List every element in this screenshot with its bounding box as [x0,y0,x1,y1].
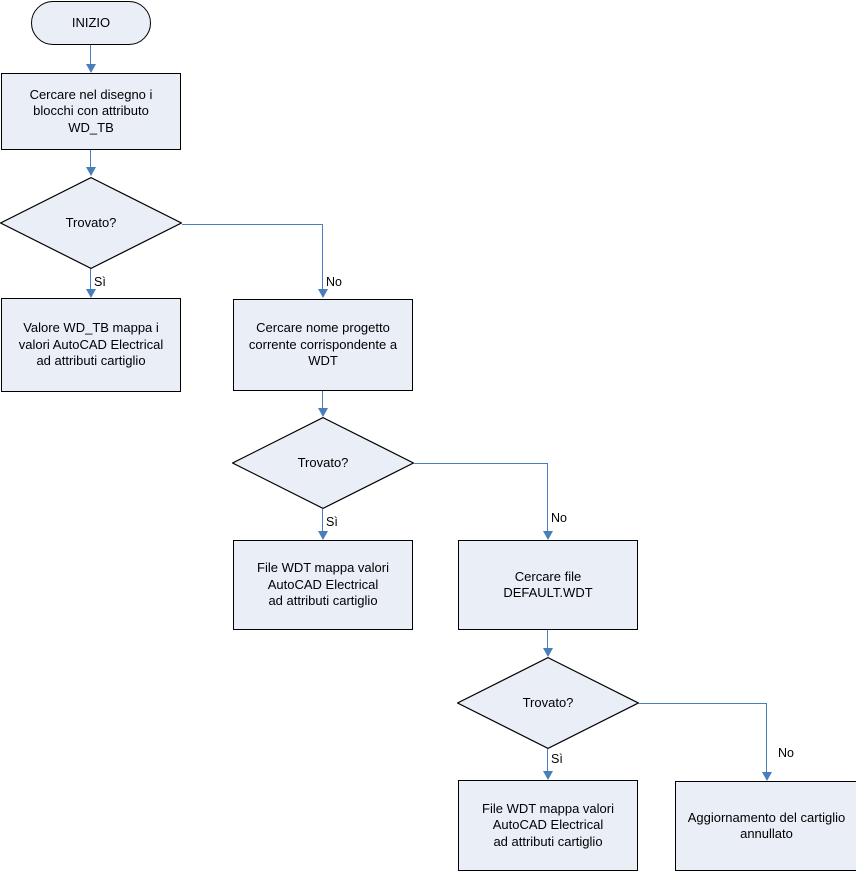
node-search-project-label: Cercare nome progetto corrente corrispon… [248,320,398,369]
connector-decision2-no-vertical [547,463,548,532]
node-search-project[interactable]: Cercare nome progetto corrente corrispon… [233,299,413,391]
connector-search-project-to-decision2 [322,390,323,409]
connector-search-blocks-to-decision1 [90,150,91,168]
arrowhead-search-project [318,289,328,298]
node-map-wdtb-label: Valore WD_TB mappa i valori AutoCAD Elec… [18,320,164,369]
connector-decision1-no-vertical [322,224,323,290]
arrowhead-map-wdt-a [318,531,328,540]
connector-start-to-search-blocks [90,45,91,65]
connector-decision3-no-horizontal [639,703,767,704]
arrowhead-decision3 [543,648,553,657]
edge-label-decision1-yes: Sì [94,275,106,289]
connector-decision2-yes [322,509,323,532]
edge-label-decision3-yes: Sì [551,752,563,766]
connector-decision1-yes [90,268,91,290]
arrowhead-decision1 [86,167,96,176]
node-search-blocks[interactable]: Cercare nel disegno i blocchi con attrib… [1,73,181,150]
node-search-blocks-label: Cercare nel disegno i blocchi con attrib… [29,86,153,135]
node-decision1[interactable]: Trovato? [0,177,182,269]
node-map-wdt-b-label: File WDT mappa valori AutoCAD Electrical… [482,800,614,849]
node-start[interactable]: INIZIO [31,1,151,45]
node-decision1-label: Trovato? [65,214,117,230]
arrowhead-search-default [543,531,553,540]
connector-decision1-no-horizontal [182,224,323,225]
edge-label-decision1-no: No [326,275,342,289]
node-start-label: INIZIO [71,14,111,30]
node-cancelled-label: Aggiornamento del cartiglio annullato [687,809,846,842]
connector-decision2-no-horizontal [414,463,548,464]
connector-search-default-to-decision3 [547,630,548,649]
node-decision2-label: Trovato? [297,454,349,470]
node-decision3-label: Trovato? [522,694,574,710]
node-search-default[interactable]: Cercare file DEFAULT.WDT [458,540,638,630]
connector-decision3-no-vertical [766,703,767,773]
node-decision2[interactable]: Trovato? [232,417,414,509]
arrowhead-search-blocks [86,64,96,73]
node-map-wdt-a-label: File WDT mappa valori AutoCAD Electrical… [257,560,389,609]
arrowhead-decision2 [318,408,328,417]
connector-decision3-yes [547,749,548,772]
node-map-wdt-a[interactable]: File WDT mappa valori AutoCAD Electrical… [233,540,413,630]
edge-label-decision3-no: No [778,746,794,760]
node-map-wdtb[interactable]: Valore WD_TB mappa i valori AutoCAD Elec… [1,298,181,392]
node-cancelled[interactable]: Aggiornamento del cartiglio annullato [675,781,856,871]
node-search-default-label: Cercare file DEFAULT.WDT [503,568,593,601]
arrowhead-cancelled [762,772,772,781]
edge-label-decision2-yes: Sì [326,515,338,529]
node-map-wdt-b[interactable]: File WDT mappa valori AutoCAD Electrical… [458,780,638,871]
arrowhead-map-wdtb [86,289,96,298]
edge-label-decision2-no: No [551,511,567,525]
node-decision3[interactable]: Trovato? [457,657,639,749]
arrowhead-map-wdt-b [543,771,553,780]
